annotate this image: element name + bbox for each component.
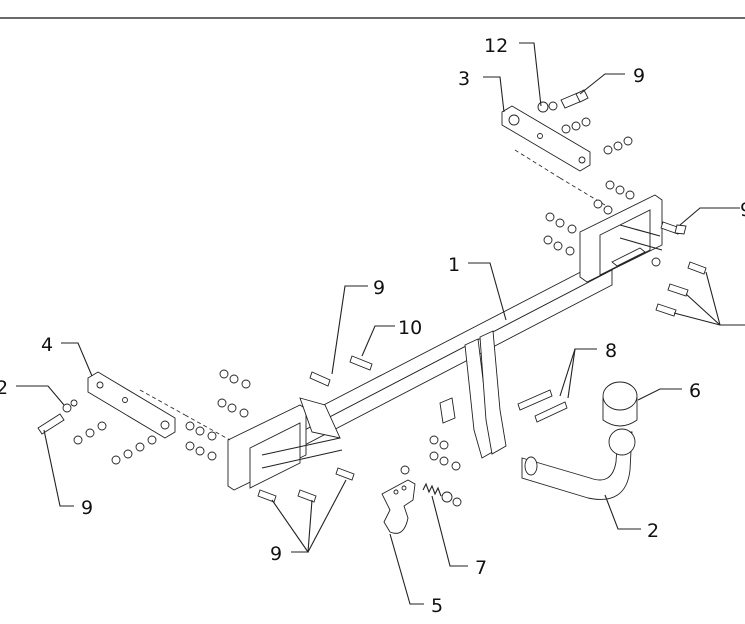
- callout-2: 2: [647, 520, 659, 542]
- callout-10: 10: [398, 317, 422, 339]
- callout-5: 5: [431, 595, 443, 617]
- callout-4: 4: [41, 334, 53, 356]
- fasteners: [37, 89, 707, 503]
- callout-6: 6: [689, 380, 701, 402]
- callout-9: 9: [740, 199, 745, 221]
- main-crossbar: [227, 194, 663, 491]
- callout-9: 9: [270, 543, 282, 565]
- callout-3: 3: [458, 68, 470, 90]
- callout-9: 9: [633, 65, 645, 87]
- callout-8: 8: [605, 340, 617, 362]
- ball-neck-2: [521, 428, 636, 500]
- callout-9: 9: [373, 277, 385, 299]
- leader-lines: [16, 42, 745, 605]
- callout-7: 7: [475, 557, 487, 579]
- callout-9: 9: [81, 497, 93, 519]
- callout-12: 12: [484, 35, 508, 57]
- mounting-plate-4: [87, 371, 231, 441]
- callout-labels: 12 3 9 9 1 9 10 4 2 8 6 9 2 9 7 5: [0, 35, 745, 617]
- mounting-plate-3: [501, 105, 606, 206]
- ball-cap-6: [602, 381, 638, 427]
- callout-2: 2: [0, 377, 8, 399]
- callout-1: 1: [448, 254, 460, 276]
- spring-bolt-7: [422, 482, 462, 507]
- socket-bracket-5: [381, 479, 416, 534]
